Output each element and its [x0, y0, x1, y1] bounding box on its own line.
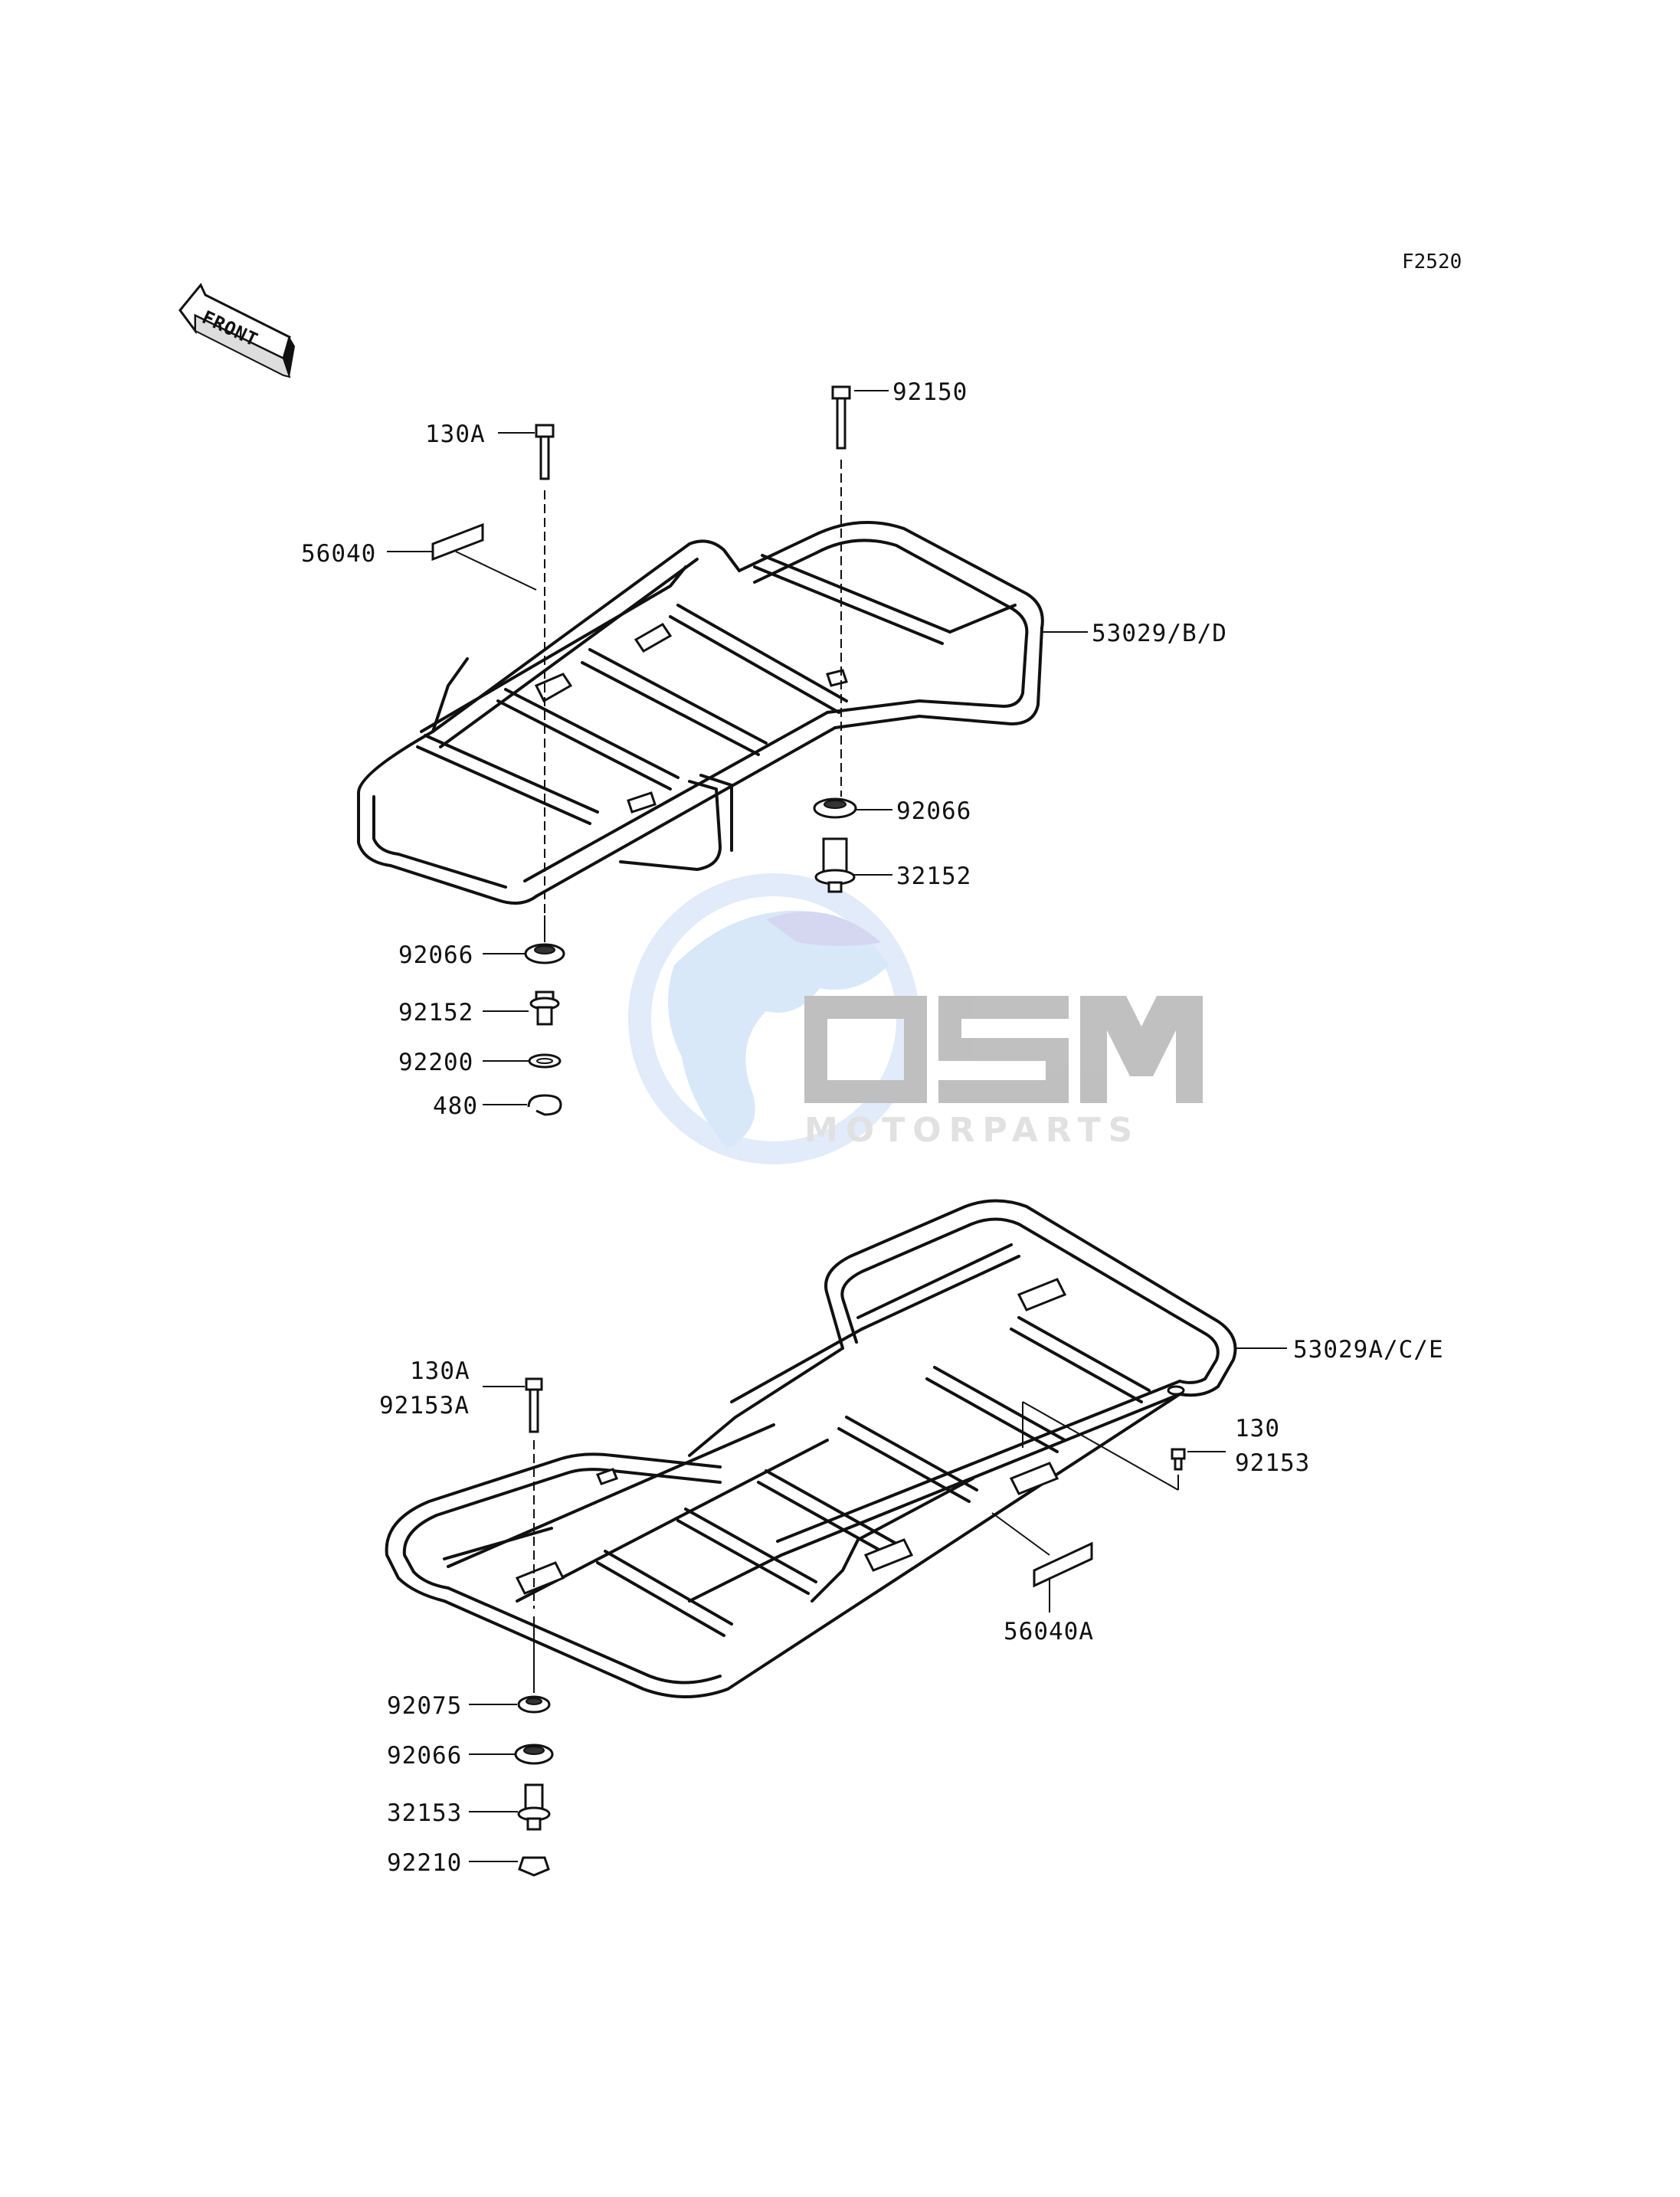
label-130A-bottom: 130A [410, 1357, 470, 1385]
osm-watermark-logo: MOTORPARTS [628, 873, 1203, 1164]
label-56040A: 56040A [1004, 1618, 1094, 1645]
watermark-sub: MOTORPARTS [804, 1111, 1140, 1150]
label-92066-c: 92066 [387, 1742, 462, 1770]
label-92075: 92075 [387, 1692, 462, 1720]
upper-carrier-rack [357, 521, 1044, 905]
label-56040: 56040 [301, 540, 376, 568]
label-92153A: 92153A [379, 1392, 470, 1419]
label-92150: 92150 [892, 378, 968, 406]
label-92153: 92153 [1235, 1449, 1310, 1477]
diagram-ref-code: F2520 [1402, 250, 1462, 273]
label-92066-a: 92066 [896, 797, 971, 825]
label-32152: 32152 [896, 863, 971, 890]
label-53029a-c-e: 53029A/C/E [1293, 1336, 1444, 1364]
label-130A-top: 130A [425, 421, 486, 448]
label-92152: 92152 [398, 999, 473, 1026]
label-92066-b: 92066 [398, 941, 473, 969]
lower-carrier-rack [385, 1199, 1237, 1698]
lower-fasteners: 130A 92153A 53029A/C/E 130 92153 56040A … [379, 1336, 1444, 1877]
front-arrow-icon: FRONT [178, 283, 295, 378]
label-480: 480 [433, 1092, 478, 1120]
label-130: 130 [1235, 1415, 1280, 1442]
label-53029-b-d: 53029/B/D [1092, 620, 1227, 647]
upper-fasteners: 92150 130A 56040 53029/B/D 92066 32152 9… [301, 378, 1227, 1120]
label-32153: 32153 [387, 1799, 462, 1827]
label-92200: 92200 [398, 1049, 473, 1076]
label-92210: 92210 [387, 1849, 462, 1877]
